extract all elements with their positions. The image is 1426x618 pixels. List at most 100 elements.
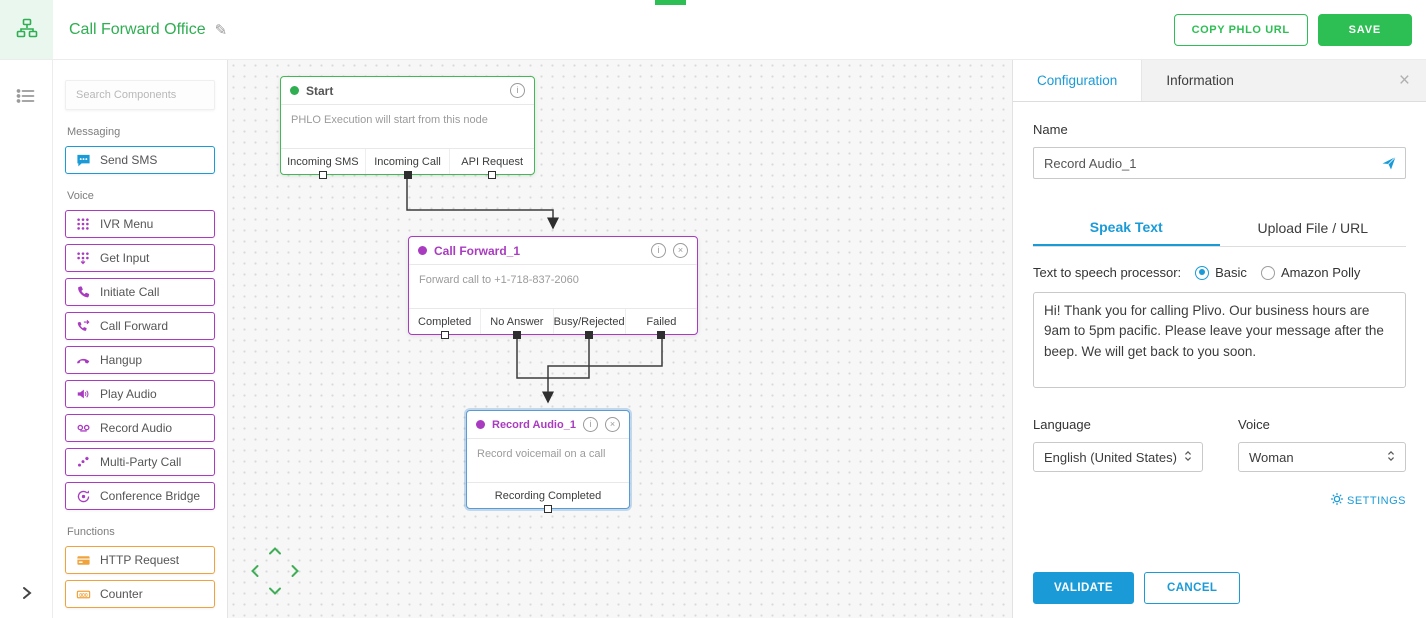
tab-configuration[interactable]: Configuration	[1013, 60, 1143, 101]
phone-hangup-icon	[75, 352, 91, 368]
delete-node-icon[interactable]: ×	[673, 243, 688, 258]
pan-up-icon[interactable]	[267, 543, 283, 559]
port-api-request: API Request	[449, 149, 534, 179]
gear-icon	[1330, 492, 1344, 509]
unfold-arrows-icon	[1182, 449, 1194, 466]
radio-basic[interactable]: Basic	[1195, 265, 1247, 280]
connector-incoming-call[interactable]	[403, 171, 412, 179]
tab-information[interactable]: Information	[1166, 73, 1234, 88]
phone-icon	[75, 284, 91, 300]
component-multi-party-call[interactable]: Multi-Party Call	[65, 448, 215, 476]
pan-right-icon[interactable]	[287, 563, 303, 579]
speaker-icon	[75, 386, 91, 402]
radio-amazon-polly-control[interactable]	[1260, 265, 1275, 280]
keypad-icon	[75, 216, 91, 232]
copy-phlo-url-button[interactable]: COPY PHLO URL	[1173, 13, 1308, 46]
port-failed: Failed	[624, 309, 697, 339]
save-button[interactable]: SAVE	[1317, 13, 1412, 46]
delete-node-icon[interactable]: ×	[605, 417, 620, 432]
flow-connections	[406, 179, 663, 404]
component-hangup[interactable]: Hangup	[65, 346, 215, 374]
component-record-audio[interactable]: Record Audio	[65, 414, 215, 442]
counter-icon: 000	[75, 586, 91, 602]
connector-failed[interactable]	[657, 331, 666, 339]
tab-speak-text[interactable]: Speak Text	[1033, 209, 1220, 246]
edit-title-icon[interactable]: ✎	[214, 21, 228, 39]
port-no-answer: No Answer	[480, 309, 552, 339]
radio-amazon-polly[interactable]: Amazon Polly	[1260, 265, 1360, 280]
close-panel-icon[interactable]: ×	[1398, 70, 1410, 91]
node-title: Record Audio_1	[492, 418, 576, 431]
left-icon-rail	[0, 0, 53, 618]
component-call-forward[interactable]: Call Forward	[65, 312, 215, 340]
node-status-dot	[290, 86, 299, 95]
port-recording-completed: Recording Completed	[467, 483, 629, 513]
pan-down-icon[interactable]	[267, 583, 283, 599]
radio-basic-control[interactable]	[1195, 265, 1210, 280]
search-components-input[interactable]	[65, 80, 215, 110]
node-call-forward-1[interactable]: Call Forward_1 i × Forward call to +1-71…	[408, 236, 698, 339]
language-select[interactable]: English (United States)	[1033, 442, 1203, 472]
section-label-messaging: Messaging	[67, 126, 121, 138]
phlo-title: Call Forward Office	[69, 20, 206, 38]
pan-left-icon[interactable]	[247, 563, 263, 579]
node-start[interactable]: Start i PHLO Execution will start from t…	[280, 76, 535, 179]
connector-api-request[interactable]	[488, 171, 497, 179]
multi-party-icon	[75, 454, 91, 470]
component-conference-bridge[interactable]: Conference Bridge	[65, 482, 215, 510]
info-icon[interactable]: i	[583, 417, 598, 432]
voice-select[interactable]: Woman	[1238, 442, 1406, 472]
svg-text:000: 000	[79, 592, 88, 598]
port-busy-rejected: Busy/Rejected	[552, 309, 625, 339]
component-counter[interactable]: 000 Counter	[65, 580, 215, 608]
tts-processor-label: Text to speech processor:	[1033, 265, 1182, 280]
settings-link[interactable]: SETTINGS	[1033, 492, 1406, 509]
connector-completed[interactable]	[440, 331, 449, 339]
phone-forward-icon	[75, 318, 91, 334]
chevron-right-icon	[20, 585, 34, 604]
top-header: Call Forward Office ✎ COPY PHLO URL SAVE	[53, 0, 1426, 60]
sidebar-expand-toggle[interactable]	[0, 585, 53, 604]
phlo-list-nav[interactable]	[0, 74, 52, 120]
connector-busy-rejected[interactable]	[585, 331, 594, 339]
voice-label: Voice	[1238, 417, 1270, 432]
connector-recording-completed[interactable]	[544, 505, 552, 513]
cancel-button[interactable]: CANCEL	[1144, 572, 1241, 604]
language-label: Language	[1033, 417, 1091, 432]
node-description: Record voicemail on a call	[467, 439, 629, 483]
insert-variable-icon[interactable]	[1381, 155, 1397, 174]
validate-button[interactable]: VALIDATE	[1033, 572, 1134, 604]
tab-upload-file-url[interactable]: Upload File / URL	[1257, 219, 1369, 236]
node-description: PHLO Execution will start from this node	[281, 105, 534, 149]
connector-no-answer[interactable]	[512, 331, 521, 339]
component-send-sms[interactable]: Send SMS	[65, 146, 215, 174]
component-http-request[interactable]: HTTP Request	[65, 546, 215, 574]
component-ivr-menu[interactable]: IVR Menu	[65, 210, 215, 238]
port-incoming-call: Incoming Call	[364, 149, 450, 179]
node-title: Call Forward_1	[434, 243, 521, 258]
info-icon[interactable]: i	[510, 83, 525, 98]
name-input[interactable]	[1033, 147, 1406, 179]
node-description: Forward call to +1-718-837-2060	[409, 265, 697, 309]
components-panel: Messaging Send SMS Voice IVR Menu Get In…	[53, 60, 228, 618]
component-get-input[interactable]: Get Input	[65, 244, 215, 272]
info-icon[interactable]: i	[651, 243, 666, 258]
canvas-pan-controls	[247, 543, 303, 599]
connector-incoming-sms[interactable]	[318, 171, 327, 179]
flow-diagram-icon	[16, 17, 38, 42]
node-status-dot	[476, 420, 485, 429]
section-label-voice: Voice	[67, 190, 94, 202]
list-icon	[16, 87, 36, 108]
component-initiate-call[interactable]: Initiate Call	[65, 278, 215, 306]
speech-mode-tabs: Speak Text Upload File / URL	[1033, 209, 1406, 247]
name-label: Name	[1033, 122, 1068, 137]
flow-canvas[interactable]: Start i PHLO Execution will start from t…	[228, 60, 1012, 618]
speech-text-input[interactable]: Hi! Thank you for calling Plivo. Our bus…	[1033, 292, 1406, 388]
node-status-dot	[418, 246, 427, 255]
record-icon	[75, 420, 91, 436]
configuration-panel: Configuration Information × Name Speak T…	[1012, 60, 1426, 618]
chat-bubble-icon	[75, 152, 91, 168]
component-play-audio[interactable]: Play Audio	[65, 380, 215, 408]
phlo-flow-nav[interactable]	[0, 0, 53, 60]
node-record-audio-1[interactable]: Record Audio_1 i × Record voicemail on a…	[466, 410, 630, 513]
